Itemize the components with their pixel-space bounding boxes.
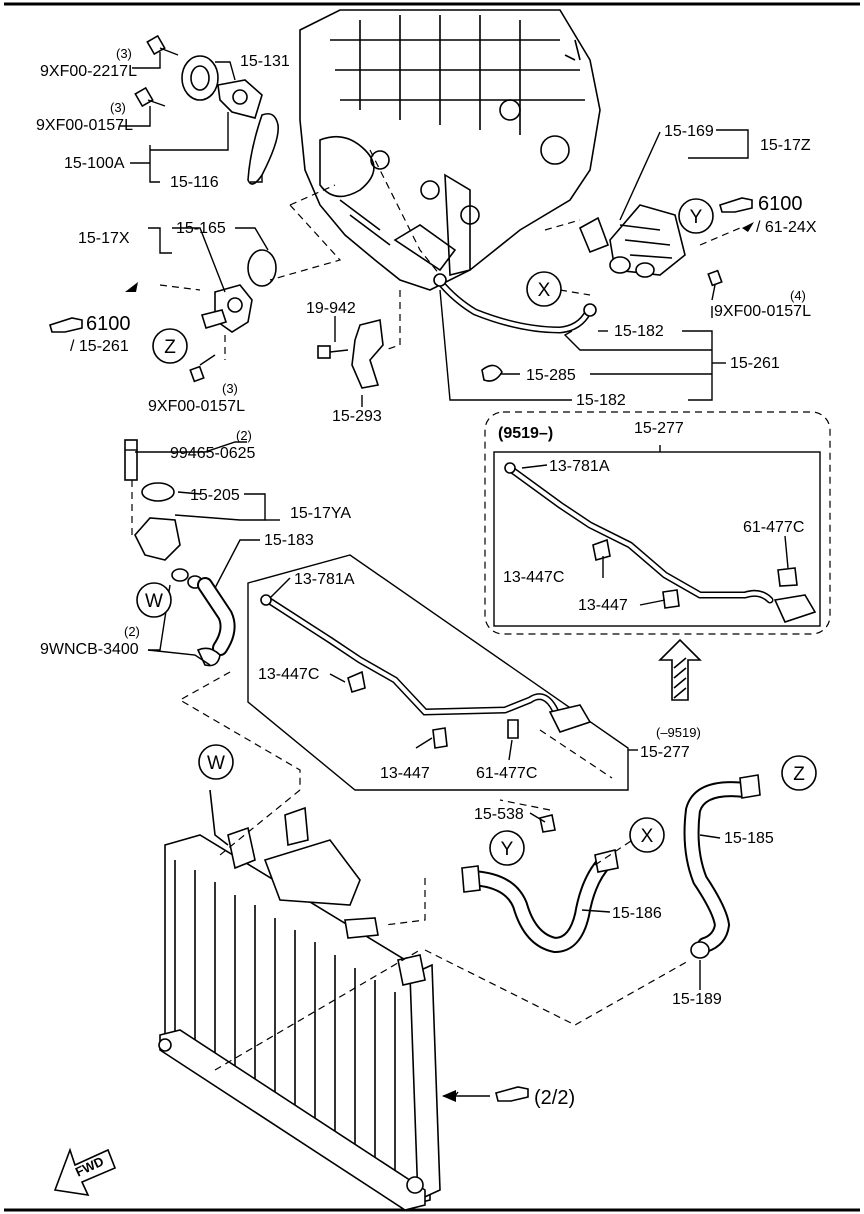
radiator-illustration bbox=[158, 789, 441, 1211]
circle-marker-z1: Z bbox=[152, 328, 188, 364]
circle-marker-y2: Y bbox=[489, 830, 525, 866]
label-9wncb-3400: 9WNCB-3400 bbox=[40, 641, 139, 658]
pointing-hand-icon bbox=[495, 1086, 529, 1102]
label-13-447c-b: 13-447C bbox=[503, 569, 564, 586]
ref-2-2: (2/2) bbox=[534, 1087, 575, 1109]
label-15-17z: 15-17Z bbox=[760, 137, 811, 154]
marker-y2-text: Y bbox=[501, 839, 514, 860]
arrow-icon bbox=[125, 222, 754, 1102]
circle-marker-y1: Y bbox=[678, 198, 714, 234]
label-13-447-b: 13-447 bbox=[578, 597, 628, 614]
ref-6100-b: 6100 bbox=[86, 313, 131, 335]
hose-15-183 bbox=[196, 577, 236, 667]
marker-x1-text: X bbox=[538, 280, 551, 301]
label-19-942: 19-942 bbox=[306, 300, 356, 317]
marker-w2-text: W bbox=[207, 753, 225, 774]
marker-w1-text: W bbox=[145, 591, 163, 612]
thermostat-15-17ya bbox=[124, 439, 203, 589]
engine-block-illustration bbox=[299, 9, 601, 291]
label-61-477c-a: 61-477C bbox=[476, 765, 537, 782]
label-15-261: 15-261 bbox=[730, 355, 780, 372]
marker-x2-text: X bbox=[641, 826, 654, 847]
circle-marker-x1: X bbox=[526, 271, 562, 307]
leader-lines bbox=[120, 52, 789, 1097]
label-15-183: 15-183 bbox=[264, 532, 314, 549]
ref-6100-b-sub: / 15-261 bbox=[70, 338, 129, 355]
serial-from: (9519–) bbox=[498, 425, 553, 442]
qty-9xf00-0157l-a: (3) bbox=[110, 100, 126, 115]
circle-marker-w1: W bbox=[136, 582, 172, 618]
water-pump-group bbox=[134, 34, 279, 185]
label-9xf00-0157l-c: 9XF00-0157L bbox=[148, 398, 245, 415]
thermostat-housing-group bbox=[189, 249, 277, 383]
label-15-182-a: 15-182 bbox=[614, 323, 664, 340]
label-15-293: 15-293 bbox=[332, 408, 382, 425]
label-9xf00-2217l: 9XF00-2217L bbox=[40, 63, 137, 80]
label-15-131: 15-131 bbox=[240, 53, 290, 70]
label-13-447c-a: 13-447C bbox=[258, 666, 319, 683]
qty-99465-0625: (2) bbox=[236, 428, 252, 443]
label-15-116: 15-116 bbox=[170, 174, 219, 191]
serial-to: (–9519) bbox=[656, 725, 701, 740]
label-99465-0625: 99465-0625 bbox=[170, 445, 256, 462]
circle-marker-z2: Z bbox=[781, 755, 817, 791]
label-15-182-b: 15-182 bbox=[576, 392, 626, 409]
bracket-15-293 bbox=[317, 319, 384, 389]
thermostat-15-17z bbox=[578, 204, 723, 301]
label-15-169: 15-169 bbox=[664, 123, 714, 140]
label-15-186: 15-186 bbox=[612, 905, 662, 922]
label-15-165: 15-165 bbox=[176, 220, 226, 237]
hatched-arrow bbox=[658, 638, 702, 701]
label-15-205: 15-205 bbox=[190, 487, 240, 504]
label-15-277-b: 15-277 bbox=[634, 420, 684, 437]
label-13-447-a: 13-447 bbox=[380, 765, 430, 782]
label-15-189: 15-189 bbox=[672, 991, 722, 1008]
qty-9xf00-0157l-b: (4) bbox=[790, 288, 806, 303]
qty-9wncb-3400: (2) bbox=[124, 624, 140, 639]
marker-y1-text: Y bbox=[690, 207, 703, 228]
fwd-arrow bbox=[53, 1147, 117, 1197]
qty-9xf00-2217l: (3) bbox=[116, 46, 132, 61]
label-15-285: 15-285 bbox=[526, 367, 576, 384]
label-15-17ya: 15-17YA bbox=[290, 505, 351, 522]
dashed-reference-lines bbox=[131, 149, 741, 1071]
marker-z1-text: Z bbox=[164, 337, 176, 358]
pointing-hand-icon bbox=[49, 317, 83, 333]
ref-6100-a: 6100 bbox=[758, 193, 803, 215]
clamp-15-538 bbox=[539, 814, 556, 833]
label-15-100a: 15-100A bbox=[64, 155, 125, 172]
circle-marker-w2: W bbox=[198, 744, 234, 780]
label-9xf00-0157l-a: 9XF00-0157L bbox=[36, 117, 133, 134]
ref-6100-a-sub: / 61-24X bbox=[756, 219, 817, 236]
label-13-781a-b: 13-781A bbox=[549, 458, 610, 475]
label-15-185: 15-185 bbox=[724, 830, 774, 847]
pipe-15-277-box-lower bbox=[247, 554, 629, 791]
pipe-15-277-box-upper bbox=[484, 411, 831, 635]
callout-labels: (3) 9XF00-2217L 15-131 (3) 9XF00-0157L 1… bbox=[36, 46, 817, 1180]
hose-15-261 bbox=[433, 273, 597, 382]
hose-15-185 bbox=[683, 774, 761, 959]
pointing-hand-icon bbox=[719, 197, 753, 213]
label-13-781a-a: 13-781A bbox=[294, 571, 355, 588]
label-9xf00-0157l-b: 9XF00-0157L bbox=[714, 303, 811, 320]
hose-15-186 bbox=[461, 849, 619, 954]
label-15-277-a: 15-277 bbox=[640, 744, 690, 761]
label-15-538: 15-538 bbox=[474, 806, 524, 823]
qty-9xf00-0157l-c: (3) bbox=[222, 381, 238, 396]
marker-z2-text: Z bbox=[793, 764, 805, 785]
label-15-17x: 15-17X bbox=[78, 230, 130, 247]
label-61-477c-b: 61-477C bbox=[743, 519, 804, 536]
circle-marker-x2: X bbox=[629, 817, 665, 853]
